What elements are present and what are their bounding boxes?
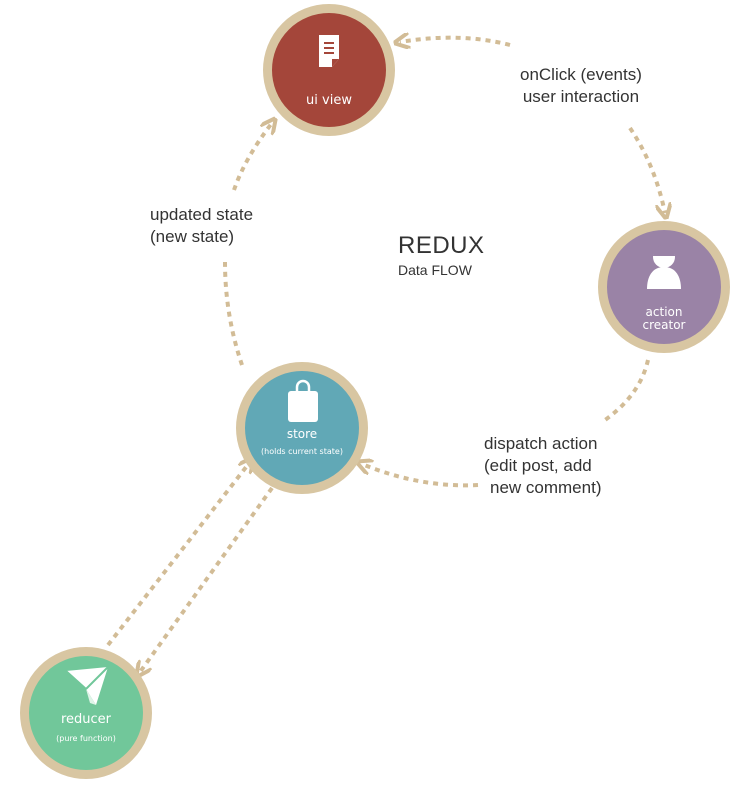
arrow-ui-to-onclick [400, 38, 511, 45]
store-sublabel: (holds current state) [261, 447, 343, 456]
arrow-action-to-dispatch [603, 359, 650, 422]
onclick-line2: user interaction [522, 87, 640, 106]
dispatch-line2: (edit post, add [484, 456, 592, 475]
onclick-annotation: onClick (events) user interaction [520, 64, 642, 108]
arrow-onclick-to-action [628, 126, 665, 213]
ui-view-label: ui view [306, 93, 352, 108]
action-creator-label-line2: creator [642, 318, 686, 332]
updated-state-annotation: updated state (new state) [150, 204, 253, 248]
arrow-updated-to-ui [232, 123, 272, 191]
action-creator-node: action creator [598, 221, 730, 353]
updated-line1: updated state [150, 205, 254, 224]
arrow-store-to-updated [223, 261, 244, 366]
document-icon [319, 35, 339, 67]
arrow-reducer-to-store [106, 462, 250, 647]
shopping-bag-icon [288, 379, 318, 422]
action-creator-label: action creator [607, 306, 721, 332]
store-label: store [286, 427, 318, 441]
ui-view-node: ui view [263, 4, 395, 136]
arrow-dispatch-to-store [362, 464, 479, 488]
reducer-label: reducer [60, 712, 112, 727]
store-node: store (holds current state) [236, 362, 368, 494]
updated-line2: (new state) [150, 227, 235, 246]
user-icon [647, 245, 681, 289]
dispatch-action-annotation: dispatch action (edit post, add new comm… [484, 433, 601, 499]
reducer-node: reducer (pure function) [20, 647, 152, 779]
onclick-line1: onClick (events) [520, 65, 642, 84]
dispatch-line1: dispatch action [484, 434, 598, 453]
diagram-title: REDUX [398, 232, 485, 259]
paper-plane-icon [65, 666, 109, 705]
arrow-store-to-reducer [140, 486, 274, 672]
diagram-subtitle: Data FLOW [398, 262, 472, 278]
action-creator-label-line1: action [645, 305, 683, 319]
reducer-sublabel: (pure function) [56, 734, 116, 743]
dispatch-line3: new comment) [490, 478, 602, 497]
